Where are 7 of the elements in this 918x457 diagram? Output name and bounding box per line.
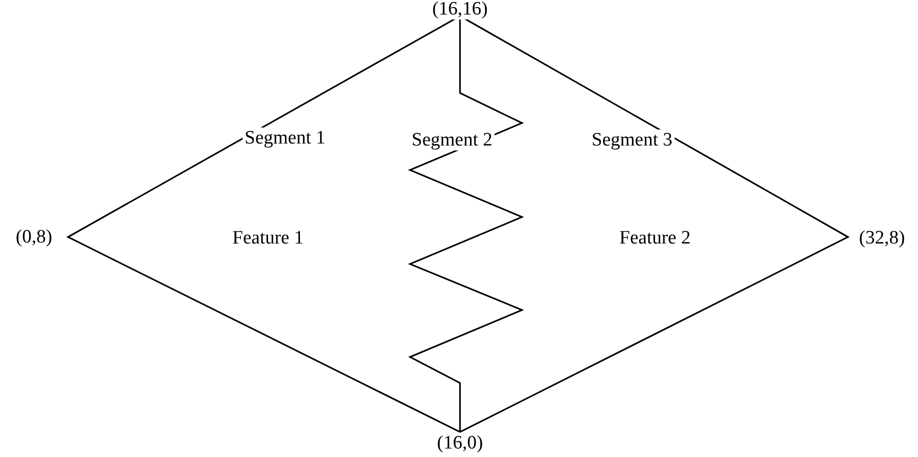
- coordinate-label: (32,8): [857, 228, 907, 248]
- segment-label: Segment 2: [410, 130, 494, 150]
- segment-label: Segment 3: [590, 130, 674, 150]
- coordinate-label: (16,16): [430, 0, 490, 20]
- segment-label: Segment 1: [242, 128, 328, 148]
- coordinate-label: (0,8): [14, 226, 54, 248]
- coordinate-label: (16,0): [435, 432, 485, 454]
